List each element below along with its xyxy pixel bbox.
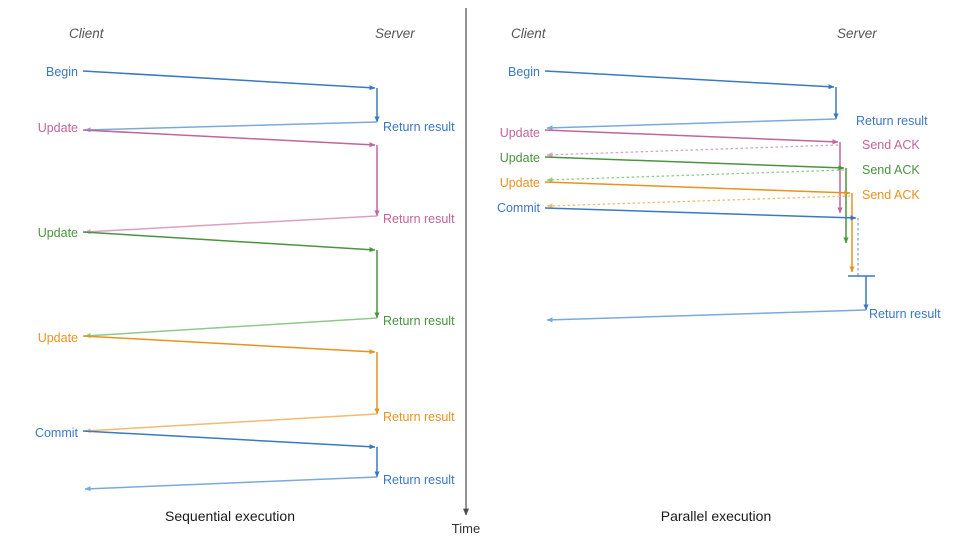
parallel-client-label-3: Update <box>500 176 540 190</box>
parallel-server-label-3: Send ACK <box>862 188 920 202</box>
parallel-update3-ack <box>546 195 851 209</box>
parallel-server-label-1: Send ACK <box>862 138 920 152</box>
parallel-update2-ack <box>546 169 845 183</box>
sequential-commit-request <box>82 430 376 450</box>
sequential-client-label-4: Commit <box>35 426 79 440</box>
parallel-commit-return <box>546 309 867 323</box>
parallel-client-header: Client <box>511 26 547 41</box>
sequential-caption: Sequential execution <box>165 508 295 524</box>
parallel-begin-return <box>546 118 837 131</box>
sequential-client-header: Client <box>69 26 105 41</box>
sequential-server-label-0: Return result <box>383 120 455 134</box>
sequential-update3-request <box>82 335 376 355</box>
parallel-update1-ack <box>546 144 839 158</box>
sequential-client-label-0: Begin <box>46 65 78 79</box>
sequential-client-label-1: Update <box>38 121 78 135</box>
sequential-client-label-2: Update <box>38 226 78 240</box>
sequential-update3-return <box>84 413 378 434</box>
parallel-commit-request <box>544 207 857 221</box>
parallel-client-label-2: Update <box>500 151 540 165</box>
parallel-server-header: Server <box>837 26 877 41</box>
sequential-server-label-1: Return result <box>383 212 455 226</box>
parallel-client-label-0: Begin <box>508 65 540 79</box>
sequential-server-label-2: Return result <box>383 314 455 328</box>
sequential-update1-request <box>82 129 376 148</box>
sequential-server-label-3: Return result <box>383 410 455 424</box>
parallel-update1-request <box>544 129 839 145</box>
parallel-server-label-4: Return result <box>869 307 941 321</box>
time-axis-label: Time <box>452 521 480 536</box>
sequential-update2-return <box>84 317 378 339</box>
parallel-client-label-1: Update <box>500 126 540 140</box>
parallel-caption: Parallel execution <box>661 508 772 524</box>
sequential-update1-return <box>84 215 378 235</box>
sequential-client-label-3: Update <box>38 331 78 345</box>
parallel-begin-request <box>544 70 835 90</box>
parallel-client-label-4: Commit <box>497 201 541 215</box>
sequential-server-label-4: Return result <box>383 473 455 487</box>
sequential-update2-request <box>82 231 376 253</box>
message-arrows-layer <box>82 70 875 492</box>
parallel-server-label-2: Send ACK <box>862 163 920 177</box>
sequential-server-header: Server <box>375 26 415 41</box>
parallel-update2-request <box>544 156 845 171</box>
parallel-update3-request <box>544 181 851 196</box>
sequential-begin-request <box>82 70 376 91</box>
sequential-begin-return <box>84 121 378 133</box>
sequential-commit-return <box>84 476 378 492</box>
parallel-server-label-0: Return result <box>856 114 928 128</box>
